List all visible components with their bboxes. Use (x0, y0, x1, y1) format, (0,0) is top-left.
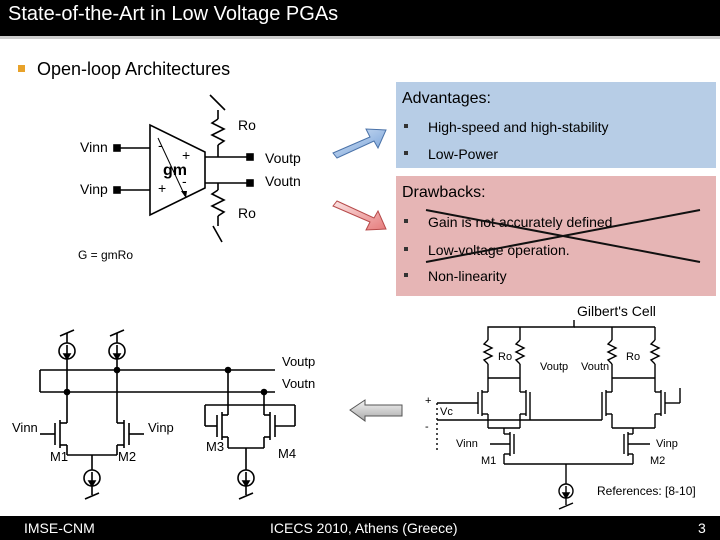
advantage-item: High-speed and high-stability (404, 119, 609, 135)
arrow-to-advantages-icon (332, 128, 387, 159)
title-divider (0, 36, 720, 39)
bullet-square-icon (18, 64, 25, 72)
ota-vinp-label: Vinp (80, 181, 108, 197)
ota-minus-in: - (158, 137, 163, 153)
bullet-square-icon (404, 124, 408, 129)
drawbacks-box: Drawbacks: Gain is not accurately define… (396, 176, 716, 296)
bullet-open-loop: Open-loop Architectures (18, 59, 230, 80)
ota-voutp-label: Voutp (265, 150, 301, 166)
gilbert-cell-circuit (436, 320, 681, 510)
dp-m4-label: M4 (278, 446, 296, 461)
arrow-to-drawbacks-icon (332, 200, 387, 231)
ota-vinn-label: Vinn (80, 139, 108, 155)
gilbert-cell-label: Gilbert's Cell (577, 303, 656, 319)
gc-vinp-label: Vinp (656, 438, 678, 450)
arrow-left-icon (349, 399, 403, 422)
ota-labels: Vinn Vinp gm Ro Ro Voutp Voutn - + + - (80, 117, 301, 221)
gc-vc-label: Vc (440, 406, 453, 418)
advantage-item: Low-Power (404, 146, 498, 162)
ota-plus-in: + (158, 180, 166, 196)
bullet-square-icon (404, 151, 408, 156)
diff-pair-labels: Voutp Voutn Vinn Vinp M1 M2 M3 M4 (12, 354, 315, 464)
drawback-text: Non-linearity (428, 268, 507, 284)
dp-voutn-label: Voutn (282, 376, 315, 391)
gc-ro-left-label: Ro (498, 351, 512, 363)
advantages-box: Advantages: High-speed and high-stabilit… (396, 82, 716, 168)
ota-circuit (113, 94, 254, 243)
dp-vinp-label: Vinp (148, 420, 174, 435)
strike-through-lines (425, 209, 701, 263)
ota-ro-top-label: Ro (238, 117, 256, 133)
bullet-square-icon (404, 219, 408, 224)
gc-plus-label: + (425, 395, 431, 407)
dp-m2-label: M2 (118, 449, 136, 464)
gc-m2-label: M2 (650, 455, 665, 467)
slide-title: State-of-the-Art in Low Voltage PGAs (8, 3, 339, 25)
gc-voutn-label: Voutn (581, 361, 609, 373)
bullet-text: Open-loop Architectures (37, 59, 231, 79)
dp-voutp-label: Voutp (282, 354, 315, 369)
bullet-square-icon (404, 247, 408, 252)
drawback-item: Non-linearity (404, 268, 507, 284)
dp-vinn-label: Vinn (12, 420, 38, 435)
ota-ro-bottom-label: Ro (238, 205, 256, 221)
gilbert-cell-labels: Ro Ro Voutp Voutn Vc + - Vinn Vinp M1 M2 (425, 351, 678, 467)
ota-plus-out: + (182, 147, 190, 163)
diff-pair-circuit (39, 329, 296, 500)
footer-bar: IMSE-CNM ICECS 2010, Athens (Greece) 3 (0, 516, 720, 540)
references: References: [8-10] (597, 484, 696, 498)
bullet-square-icon (404, 273, 408, 278)
drawback-item: Gain is not accurately defined. (404, 214, 616, 230)
title-bar: State-of-the-Art in Low Voltage PGAs (0, 0, 720, 36)
dp-m3-label: M3 (206, 439, 224, 454)
footer-org: IMSE-CNM (24, 520, 95, 536)
advantage-text: High-speed and high-stability (428, 119, 609, 135)
gc-ro-right-label: Ro (626, 351, 640, 363)
gc-m1-label: M1 (481, 455, 496, 467)
advantage-text: Low-Power (428, 146, 499, 162)
ota-minus-out: - (182, 173, 187, 189)
gc-minus-label: - (425, 421, 429, 433)
gain-formula: G = gmRo (78, 248, 134, 262)
dp-m1-label: M1 (50, 449, 68, 464)
advantages-heading: Advantages: (402, 90, 491, 107)
footer-conference: ICECS 2010, Athens (Greece) (270, 520, 458, 536)
gc-voutp-label: Voutp (540, 361, 568, 373)
footer-page-number: 3 (698, 520, 706, 536)
ota-voutn-label: Voutn (265, 173, 301, 189)
ota-gm-label: gm (163, 162, 187, 179)
drawbacks-heading: Drawbacks: (402, 184, 486, 201)
drawback-text: Gain is not accurately defined. (428, 214, 617, 230)
gc-vinn-label: Vinn (456, 438, 478, 450)
